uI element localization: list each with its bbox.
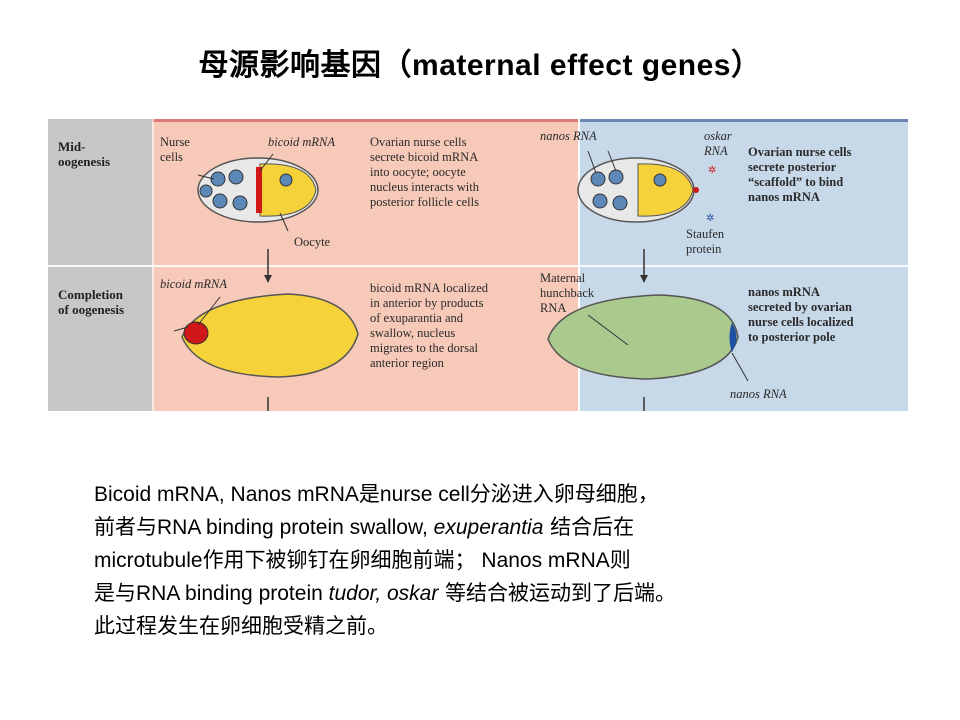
text-segment: 是与 — [94, 581, 136, 605]
label-staufen-protein: Staufen protein — [686, 227, 725, 256]
text-segment: exuperantia — [433, 516, 544, 539]
bicoid-top-description: Ovarian nurse cells secrete bicoid mRNA … — [370, 135, 479, 209]
label-nanos-rna-bottom: nanos RNA — [730, 387, 787, 401]
nanos-top-description: Ovarian nurse cells secrete posterior “s… — [748, 145, 852, 204]
title-cn: 母源影响基因（ — [198, 48, 413, 83]
text-segment: 等结合被运动到了后端。 — [438, 581, 677, 605]
label-bicoid-mrna-top: bicoid mRNA — [268, 135, 336, 149]
row-label-completion: Completion of oogenesis — [58, 287, 125, 317]
svg-text:✲: ✲ — [708, 165, 716, 176]
text-segment: microtubule — [94, 549, 203, 572]
text-segment: 结合后在 — [543, 515, 635, 539]
bicoid-egg-chamber — [197, 153, 319, 232]
text-segment: RNA binding protein swallow, — [157, 516, 434, 539]
text-segment: Bicoid mRNA, Nanos mRNA — [94, 483, 359, 506]
svg-text:✲: ✲ — [706, 213, 714, 224]
nanos-bottom-description: nanos mRNA secreted by ovarian nurse cel… — [748, 285, 854, 344]
body-line-4: 是与RNA binding protein tudor, oskar 等结合被运… — [94, 577, 934, 610]
row-label-mid: Mid- oogenesis — [58, 139, 110, 169]
text-segment: nurse cell — [379, 483, 470, 506]
blue-top-rule — [580, 119, 908, 122]
body-line-1: Bicoid mRNA, Nanos mRNA是nurse cell分泌进入卵母… — [94, 478, 934, 511]
bicoid-mature-oocyte — [173, 293, 359, 378]
label-nurse-cells: Nurse cells — [160, 135, 190, 164]
body-line-3: microtubule作用下被铆钉在卵细胞前端； Nanos mRNA则 — [94, 544, 934, 577]
text-segment: 是 — [358, 482, 380, 506]
text-segment: RNA binding protein — [136, 582, 329, 605]
oogenesis-figure: ✲ ✲ Mid- oogenesis Completion of oogenes… — [48, 119, 908, 411]
text-segment: 分泌进入卵母细胞， — [469, 482, 659, 506]
pink-top-rule — [152, 119, 578, 122]
label-oocyte: Oocyte — [294, 235, 331, 249]
body-line-2: 前者与RNA binding protein swallow, exuperan… — [94, 511, 934, 544]
label-nanos-rna-top: nanos RNA — [540, 129, 597, 143]
body-paragraph: Bicoid mRNA, Nanos mRNA是nurse cell分泌进入卵母… — [94, 478, 934, 643]
text-segment: tudor, oskar — [328, 582, 439, 605]
label-maternal-hunchback: Maternal hunchback RNA — [540, 271, 595, 315]
column-divider — [152, 119, 154, 411]
text-segment: 前者与 — [94, 515, 157, 539]
text-segment: 作用下被铆钉在卵细胞前端； — [202, 548, 476, 572]
nanos-mature-oocyte — [547, 294, 749, 382]
text-segment: Nanos mRNA — [475, 549, 610, 572]
label-oskar-rna: oskar RNA — [704, 129, 732, 158]
figure-drawings: ✲ ✲ — [173, 150, 749, 411]
nanos-egg-chamber: ✲ ✲ — [577, 150, 716, 224]
bicoid-bottom-description: bicoid mRNA localized in anterior by pro… — [370, 281, 489, 370]
text-segment: 则 — [609, 548, 631, 572]
page-title: 母源影响基因（maternal effect genes） — [0, 40, 960, 84]
title-en: maternal effect genes — [412, 49, 731, 82]
body-line-5: 此过程发生在卵细胞受精之前。 — [94, 614, 388, 638]
title-close: ） — [730, 48, 762, 83]
label-bicoid-mrna-bottom: bicoid mRNA — [160, 277, 228, 291]
row-divider — [48, 265, 908, 267]
